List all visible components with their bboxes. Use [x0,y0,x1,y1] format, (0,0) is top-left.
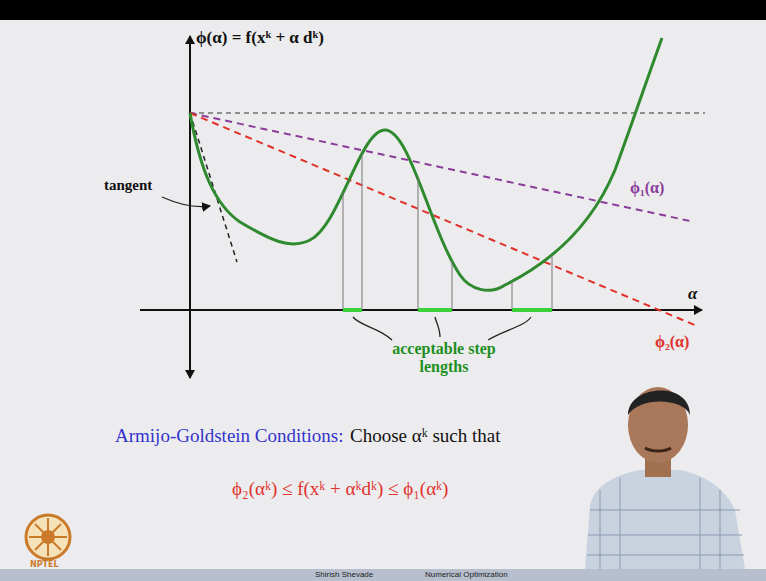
horizontal-reference [190,112,705,113]
condition-formula: ϕ₂(αᵏ) ≤ f(xᵏ + αᵏdᵏ) ≤ ϕ₁(αᵏ) [232,478,448,500]
tangent-pointer [162,197,210,207]
nptel-logo [26,515,70,559]
step-marker-line [362,154,363,310]
step-marker-line [552,255,553,310]
x-axis [140,309,702,311]
footer-bar [0,569,766,581]
tangent-line [190,113,237,262]
callout-label: acceptable step lengths [380,340,508,377]
condition-heading: Armijo-Goldstein Conditions: [115,425,344,447]
acceptable-segment [512,308,552,312]
phi2-line [190,113,697,326]
leader-line [488,317,531,340]
line-label: ϕ₂(α) [655,333,689,351]
condition-text: Choose αᵏ such that [350,425,501,447]
footer-text: Shirish Shevade [315,570,373,579]
y-axis-lower [189,300,191,378]
axis-label: ϕ(α) = f(xᵏ + α dᵏ) [196,28,324,48]
step-marker-line [343,193,344,310]
callout-label: tangent [104,177,152,194]
step-marker-line [512,281,513,310]
phi-curve [190,38,662,290]
logo-text: NPTEL [30,560,59,569]
line-label: ϕ₁(α) [630,179,664,197]
leader-line [353,317,392,340]
acceptable-segment [343,308,362,312]
presenter [585,387,745,569]
y-axis [189,36,191,378]
acceptable-segment [418,308,452,312]
leader-line [435,317,440,337]
top-band [0,0,766,20]
step-marker-line [418,179,419,310]
footer-text: Numerical Optimization [425,570,508,579]
axis-label: α [688,284,697,304]
step-marker-line [452,262,453,310]
